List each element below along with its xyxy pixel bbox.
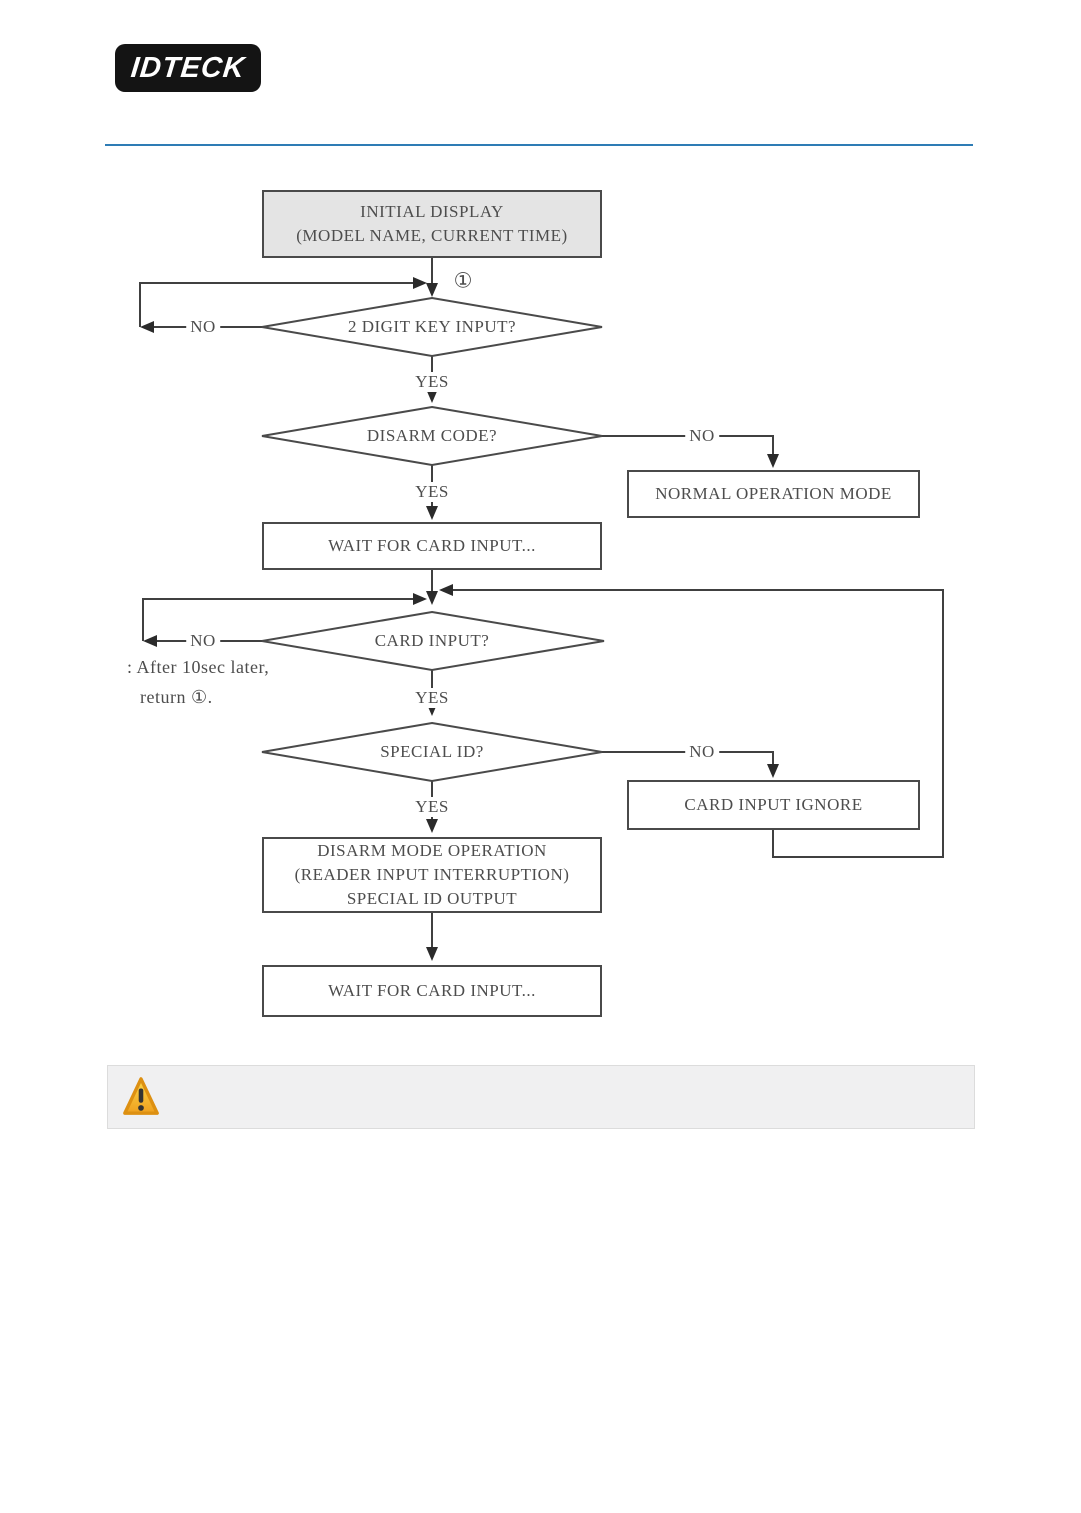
node-wait-2-label: WAIT FOR CARD INPUT... — [328, 981, 536, 1000]
decision-digit-key-label: 2 DIGIT KEY INPUT? — [347, 317, 517, 336]
branch-yes-label-d4: YES — [411, 797, 453, 817]
flow-arrow-d2-no — [602, 435, 779, 468]
decision-diamond-disarm-code — [261, 405, 603, 467]
warning-triangle-icon — [123, 1077, 159, 1115]
node-initial-display-line2: (MODEL NAME, CURRENT TIME) — [296, 226, 568, 245]
node-wait-for-card-input-2: WAIT FOR CARD INPUT... — [262, 965, 602, 1017]
branch-no-label-d4: NO — [685, 742, 719, 762]
node-card-input-ignore-label: CARD INPUT IGNORE — [684, 795, 863, 814]
decision-diamond-special-id — [261, 721, 603, 783]
node-disarm-line1: DISARM MODE OPERATION — [317, 841, 547, 860]
decision-card-input-label: CARD INPUT? — [374, 631, 490, 650]
branch-no-label-d3: NO — [186, 631, 220, 651]
branch-no-label-d1: NO — [186, 317, 220, 337]
node-wait-1-label: WAIT FOR CARD INPUT... — [328, 536, 536, 555]
timeout-note: : After 10sec later, return ①. — [127, 652, 269, 712]
timeout-note-line2: return ①. — [140, 687, 213, 707]
warning-note-bar — [107, 1065, 975, 1129]
decision-special-id-label: SPECIAL ID? — [380, 742, 484, 761]
timeout-note-line1: : After 10sec later, — [127, 657, 270, 677]
idteck-logo: IDTECK — [115, 44, 261, 92]
decision-diamond-card-input — [261, 610, 605, 672]
flow-line-d3-no-return — [142, 593, 427, 641]
flow-line-d1-no-return — [139, 277, 427, 327]
branch-yes-label-d3: YES — [411, 688, 453, 708]
node-disarm-mode-operation: DISARM MODE OPERATION (READER INPUT INTE… — [262, 837, 602, 913]
branch-no-label-d2: NO — [685, 426, 719, 446]
header-divider-line — [105, 144, 973, 146]
flow-line-ignore-feedback — [439, 584, 944, 858]
node-normal-operation-mode: NORMAL OPERATION MODE — [627, 470, 920, 518]
node-initial-display-line1: INITIAL DISPLAY — [360, 202, 504, 221]
branch-yes-label-d2: YES — [411, 482, 453, 502]
flow-arrow-d4-no — [602, 751, 779, 778]
return-point-marker: ① — [453, 268, 473, 293]
decision-diamond-digit-key — [261, 296, 603, 358]
branch-yes-label-d1: YES — [411, 372, 453, 392]
node-normal-operation-label: NORMAL OPERATION MODE — [655, 484, 892, 503]
node-card-input-ignore: CARD INPUT IGNORE — [627, 780, 920, 830]
node-wait-for-card-input-1: WAIT FOR CARD INPUT... — [262, 522, 602, 570]
node-initial-display: INITIAL DISPLAY (MODEL NAME, CURRENT TIM… — [262, 190, 602, 258]
node-disarm-line2: (READER INPUT INTERRUPTION) — [294, 865, 570, 884]
node-disarm-line3: SPECIAL ID OUTPUT — [346, 889, 518, 908]
decision-disarm-code-label: DISARM CODE? — [366, 426, 498, 445]
